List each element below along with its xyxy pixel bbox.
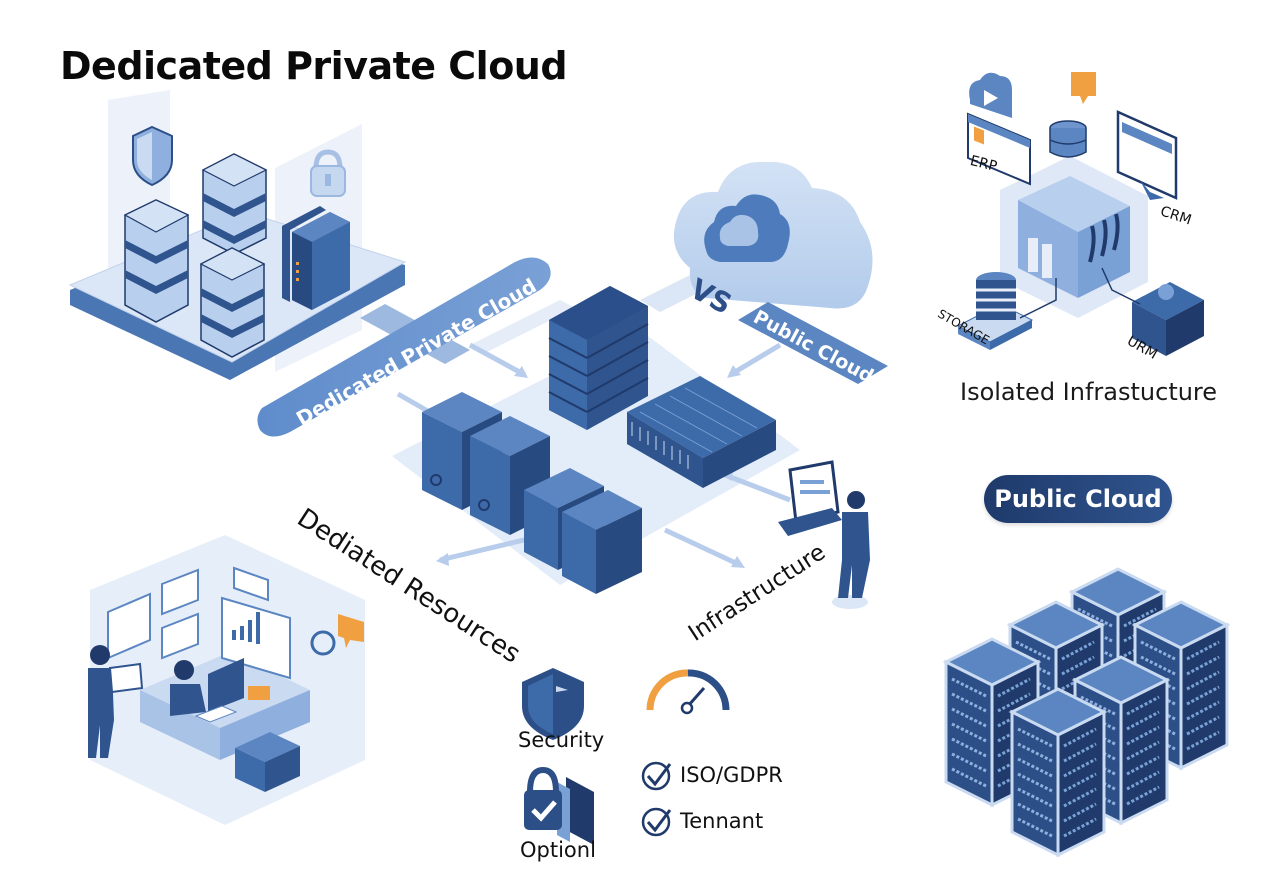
- optional-label: Optionl: [520, 838, 596, 862]
- private-cloud-platform: [68, 90, 470, 380]
- page-title: Dedicated Private Cloud: [60, 44, 568, 88]
- isolated-infrastructure-cluster: [956, 72, 1204, 356]
- server-stack: [123, 199, 190, 323]
- database-stack-icon: [956, 272, 1034, 350]
- notification-badge-icon: [1071, 72, 1096, 104]
- server-tower: [282, 206, 350, 310]
- shield-highlight: [137, 132, 152, 180]
- public-cloud-racks: [942, 567, 1231, 858]
- rack-unit: [562, 490, 642, 594]
- shield-icon: [522, 668, 584, 740]
- check-circle-icon: [641, 761, 672, 791]
- iso-gdpr-label: ISO/GDPR: [680, 763, 783, 787]
- rack-server-stack: [548, 286, 649, 430]
- private-cloud-band: [257, 257, 551, 437]
- check-circle-icon: [641, 807, 672, 837]
- browser-window-icon: [967, 112, 1031, 186]
- public-cloud-badge: Public Cloud: [984, 475, 1172, 523]
- tenant-label: Tennant: [680, 809, 764, 833]
- lane: [470, 300, 575, 353]
- padlock-icon: [310, 149, 346, 197]
- public-cloud-band: [738, 302, 888, 384]
- isolated-infrastructure-title: Isolated Infrastucture: [960, 378, 1218, 406]
- blade-server: [627, 376, 776, 488]
- database-icon: [1049, 120, 1087, 158]
- server-rack: [1131, 600, 1231, 771]
- server-rack: [1008, 687, 1108, 858]
- security-label: Security: [518, 728, 605, 752]
- cloud-play-icon: [969, 72, 1012, 118]
- server-stack: [199, 247, 266, 358]
- server-unit-icon: [1132, 282, 1204, 356]
- person-at-terminal: [778, 460, 870, 609]
- lock-check-icon: [524, 766, 594, 845]
- server-stack: [201, 153, 268, 255]
- office-scene: [88, 535, 365, 825]
- monitor-icon: [1116, 110, 1178, 200]
- public-cloud-graphic: [673, 161, 873, 309]
- public-cloud-badge-label: Public Cloud: [994, 485, 1162, 513]
- speedometer-gauge-icon: [646, 669, 730, 715]
